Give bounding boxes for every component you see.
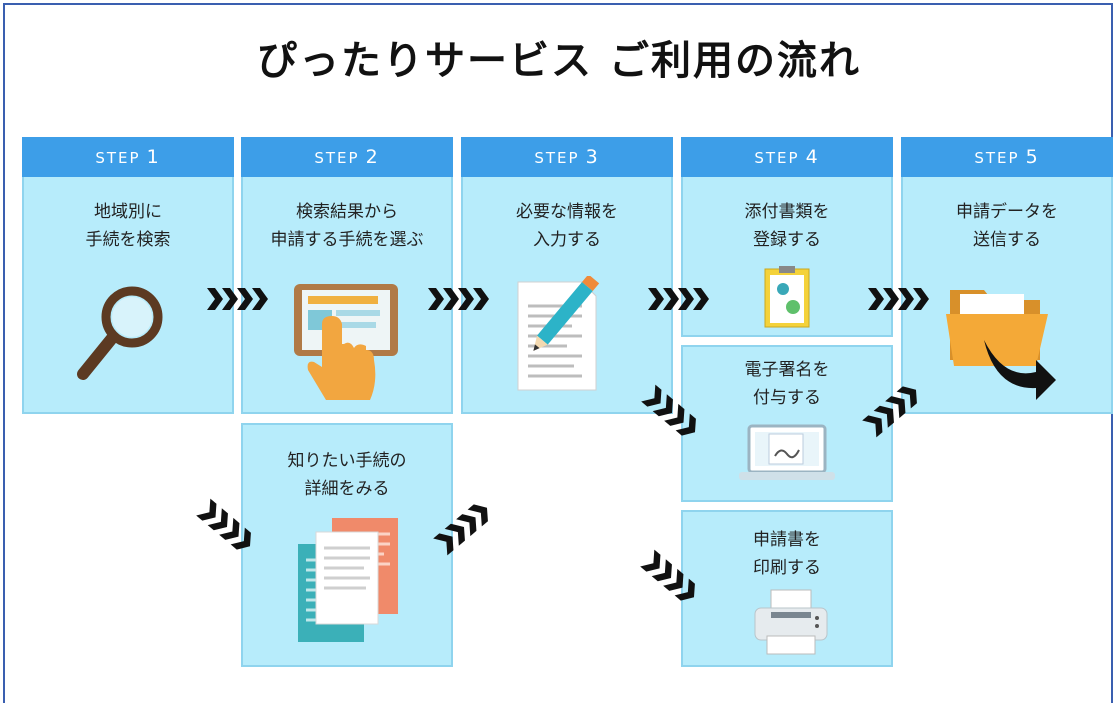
arrow-step3-to-signature-icon — [641, 384, 696, 436]
details-line2: 詳細をみる — [304, 479, 390, 499]
step-5-line2: 送信する — [973, 230, 1041, 250]
signature-line1: 電子署名を — [744, 360, 830, 380]
details-label: 知りたい手続の 詳細をみる — [241, 447, 453, 503]
arrow-signature-to-step5-icon — [862, 386, 917, 438]
step-1-line1: 地域別に — [94, 202, 162, 222]
step-2-label: 検索結果から 申請する手続を選ぶ — [241, 198, 453, 254]
folder-send-icon — [946, 290, 1056, 400]
step-2-prefix: STEP — [314, 149, 360, 167]
arrow-step3-to-print-icon — [640, 549, 695, 601]
step-2-line1: 検索結果から — [296, 202, 398, 222]
step-3-prefix: STEP — [534, 149, 580, 167]
printer-icon — [754, 589, 828, 655]
print-line1: 申請書を — [753, 530, 821, 550]
step-2-line2: 申請する手続を選ぶ — [270, 230, 424, 250]
step-1-header: STEP 1 — [22, 137, 234, 177]
arrow-step3-to-step4-icon — [648, 288, 709, 310]
step-1-prefix: STEP — [95, 149, 141, 167]
step-4-label: 添付書類を 登録する — [681, 198, 893, 254]
step-1-line2: 手続を検索 — [85, 230, 171, 250]
details-line1: 知りたい手続の — [287, 451, 407, 471]
magnifier-icon — [77, 286, 163, 380]
print-label: 申請書を 印刷する — [681, 526, 893, 582]
page-title: ぴったりサービス ご利用の流れ — [257, 38, 861, 84]
step-4-line2: 登録する — [753, 230, 821, 250]
laptop-sign-icon — [739, 424, 835, 480]
step-1-card — [22, 137, 234, 414]
step-3-line1: 必要な情報を — [516, 202, 618, 222]
step-2-number: 2 — [365, 146, 380, 168]
step-3-header: STEP 3 — [461, 137, 673, 177]
document-pencil-icon — [517, 276, 600, 391]
clipboard-icon — [764, 266, 810, 328]
tablet-touch-icon — [294, 284, 398, 400]
step-4-header: STEP 4 — [681, 137, 893, 177]
step-5-line1: 申請データを — [956, 202, 1058, 222]
documents-stack-icon — [298, 518, 398, 642]
arrow-step2-to-step3-icon — [428, 288, 489, 310]
step-3-line2: 入力する — [533, 230, 601, 250]
step-1-number: 1 — [146, 146, 161, 168]
signature-label: 電子署名を 付与する — [681, 356, 893, 412]
arrow-step1-to-step2-icon — [207, 288, 268, 310]
step-5-card — [901, 137, 1113, 414]
step-5-prefix: STEP — [974, 149, 1020, 167]
step-4-number: 4 — [805, 146, 820, 168]
step-5-header: STEP 5 — [901, 137, 1113, 177]
step-2-header: STEP 2 — [241, 137, 453, 177]
signature-line2: 付与する — [753, 388, 821, 408]
arrow-step1-to-details-icon — [196, 498, 251, 550]
step-5-label: 申請データを 送信する — [901, 198, 1113, 254]
print-line2: 印刷する — [753, 558, 821, 578]
step-4-line1: 添付書類を — [744, 202, 830, 222]
step-1-label: 地域別に 手続を検索 — [22, 198, 234, 254]
step-4-prefix: STEP — [754, 149, 800, 167]
arrow-step4-to-step5-icon — [868, 288, 929, 310]
step-5-number: 5 — [1025, 146, 1040, 168]
step-3-number: 3 — [585, 146, 600, 168]
arrow-details-to-step3-icon — [433, 504, 488, 556]
step-3-label: 必要な情報を 入力する — [461, 198, 673, 254]
